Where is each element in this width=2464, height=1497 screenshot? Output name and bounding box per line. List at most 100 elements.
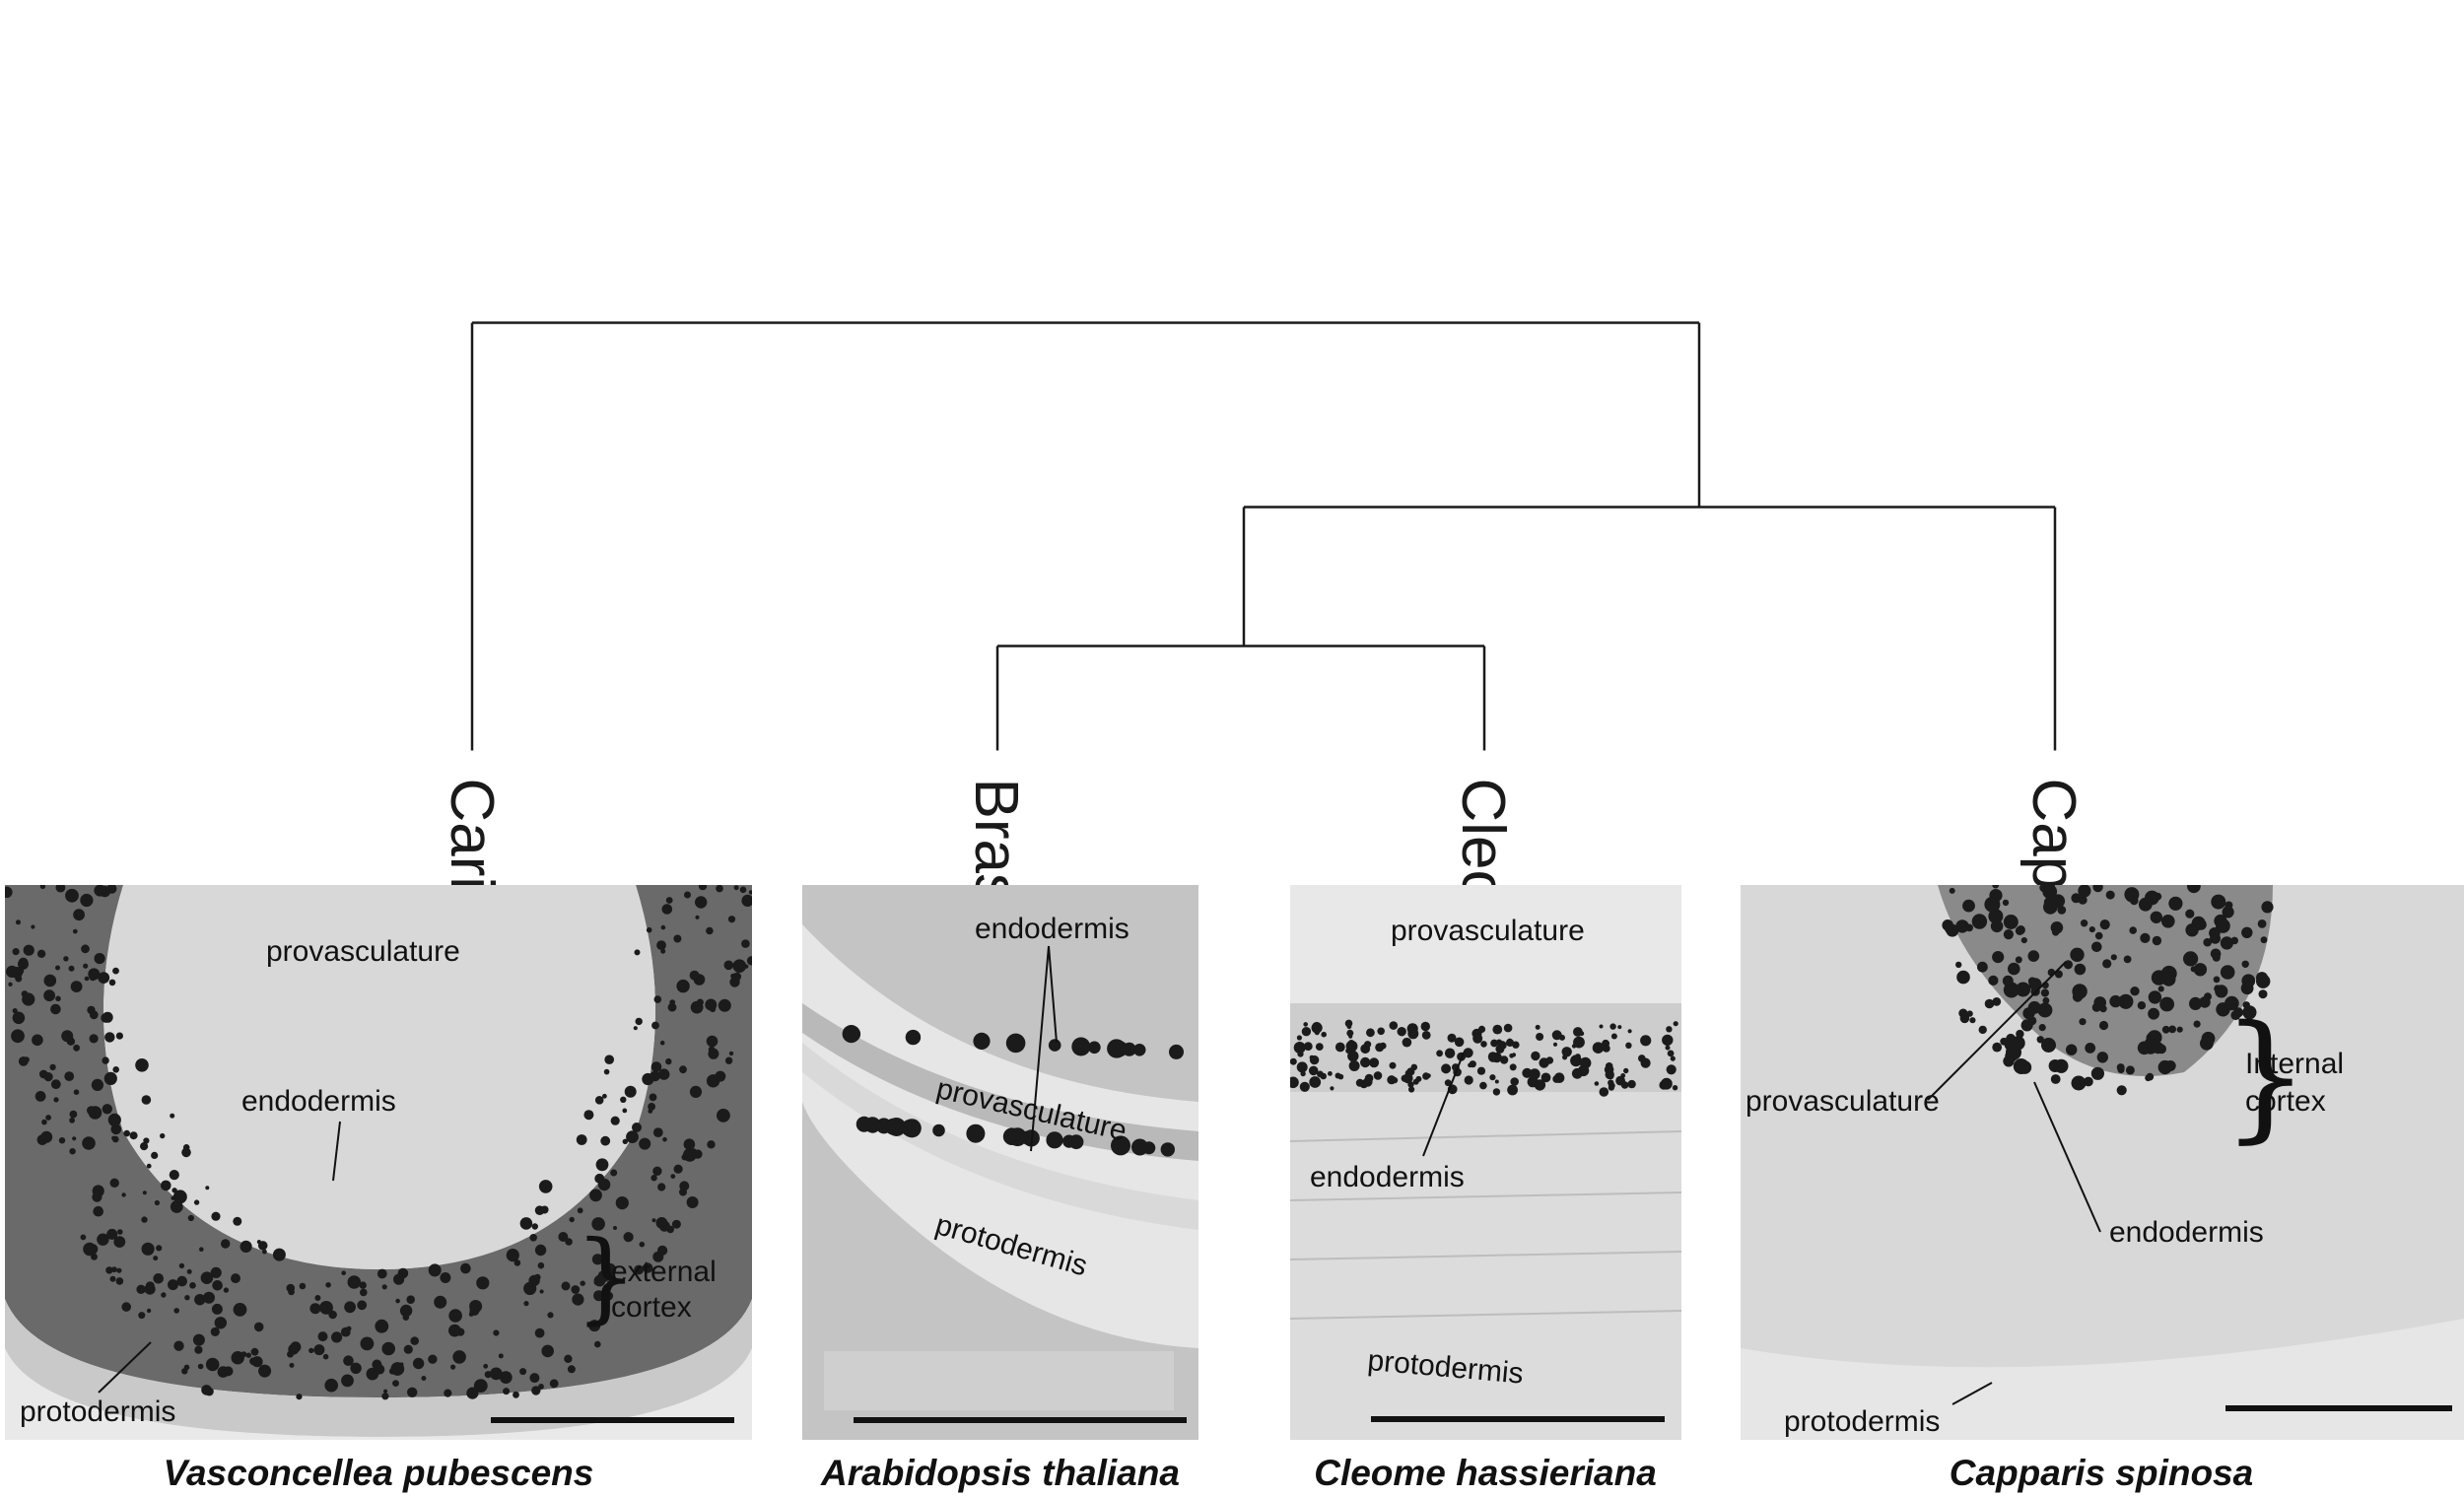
stained-granule (2078, 895, 2088, 905)
stained-granule (169, 1170, 179, 1181)
stained-granule (116, 1267, 122, 1273)
stained-granule (1389, 1021, 1399, 1030)
stained-granule (1620, 1073, 1626, 1078)
stained-granule (490, 1367, 503, 1381)
stained-granule (178, 1262, 185, 1269)
stained-granule (1472, 1033, 1483, 1044)
stained-granule (652, 1127, 663, 1137)
stained-granule (513, 1391, 519, 1398)
stained-granule (1409, 1031, 1414, 1036)
stained-granule (698, 885, 708, 891)
stained-granule (346, 1326, 352, 1331)
stained-granule (1348, 1034, 1353, 1039)
stained-granule (2085, 1043, 2096, 1054)
stained-granule (1594, 1081, 1600, 1086)
stained-granule (154, 1199, 160, 1206)
stained-granule (2146, 1072, 2155, 1081)
stained-granule (399, 1304, 413, 1318)
stained-granule (622, 1138, 628, 1144)
stained-granule (101, 1013, 111, 1023)
stained-granule (523, 1301, 529, 1307)
stained-granule (886, 1120, 900, 1133)
stained-granule (2020, 937, 2027, 944)
stained-granule (1444, 1048, 1456, 1058)
stained-granule (724, 1056, 733, 1064)
stained-granule (2211, 894, 2226, 910)
stained-granule (1610, 1033, 1617, 1040)
stained-granule (1328, 1071, 1333, 1076)
stained-granule (2213, 976, 2221, 984)
stained-granule (106, 885, 117, 894)
stained-granule (513, 1259, 521, 1266)
stained-granule (695, 896, 708, 909)
stained-granule (43, 974, 57, 987)
stained-granule (2016, 982, 2031, 997)
stained-granule (161, 1292, 167, 1298)
stained-granule (1464, 1075, 1473, 1085)
stained-granule (1444, 1079, 1452, 1087)
stained-granule (591, 1254, 604, 1265)
stained-granule (1297, 1051, 1304, 1057)
stained-granule (402, 1314, 410, 1321)
stained-granule (1290, 1057, 1297, 1065)
stained-granule (708, 1046, 716, 1054)
stained-granule (2145, 890, 2159, 906)
stained-granule (1509, 1053, 1515, 1058)
stained-granule (2210, 932, 2221, 944)
stained-granule (1492, 1024, 1503, 1035)
label-internal: Internal (2245, 1048, 2345, 1080)
stained-granule (657, 1183, 666, 1191)
stained-granule (1522, 1067, 1533, 1078)
stained-granule (143, 1137, 150, 1144)
stained-granule (1990, 919, 2004, 933)
stained-granule (146, 1308, 152, 1314)
stained-granule (1965, 923, 1973, 932)
stained-granule (183, 1364, 190, 1371)
stained-granule (210, 1266, 222, 1278)
stained-granule (572, 1293, 584, 1306)
stained-granule (720, 1001, 730, 1011)
stained-granule (168, 1279, 178, 1291)
stained-granule (289, 1362, 295, 1368)
stained-granule (406, 1295, 416, 1304)
stained-granule (440, 1272, 451, 1283)
stained-granule (632, 1123, 642, 1132)
label-provasculature: provasculature (1745, 1085, 1940, 1118)
stained-granule (1984, 896, 2001, 913)
micrograph-image (802, 885, 1198, 1440)
stained-granule (1308, 1065, 1319, 1076)
stained-granule (105, 1266, 113, 1274)
stained-granule (290, 1341, 302, 1353)
stained-granule (460, 1262, 471, 1274)
stained-granule (211, 1303, 223, 1315)
stained-granule (604, 1291, 614, 1301)
stained-granule (534, 1244, 547, 1257)
stained-granule (623, 1232, 634, 1243)
stained-granule (732, 972, 742, 982)
stained-granule (2224, 995, 2239, 1011)
stained-granule (483, 1363, 489, 1369)
stained-granule (1529, 1068, 1540, 1080)
stained-granule (55, 965, 60, 971)
stained-granule (2003, 929, 2014, 940)
stained-granule (107, 1113, 121, 1126)
stained-granule (1956, 970, 1970, 985)
stained-granule (591, 1217, 605, 1231)
stained-granule (658, 1068, 670, 1080)
stained-granule (233, 1216, 242, 1226)
stained-granule (2214, 985, 2222, 992)
stained-granule (1420, 1021, 1430, 1032)
micrograph-vasconcellea: provasculature endodermis } external cor… (5, 885, 752, 1440)
stained-granule (646, 926, 652, 933)
stained-granule (171, 1188, 177, 1193)
stained-granule (50, 1079, 61, 1090)
stained-granule (205, 1357, 220, 1372)
micrograph-cleome: provasculature endodermis protodermis (1290, 885, 1681, 1440)
stained-granule (539, 1289, 544, 1294)
stained-granule (1949, 887, 1955, 894)
stained-granule (1665, 1045, 1671, 1051)
stained-granule (1364, 1041, 1372, 1049)
stained-granule (1348, 1060, 1360, 1071)
stained-granule (55, 995, 61, 1002)
stained-granule (197, 1363, 204, 1370)
